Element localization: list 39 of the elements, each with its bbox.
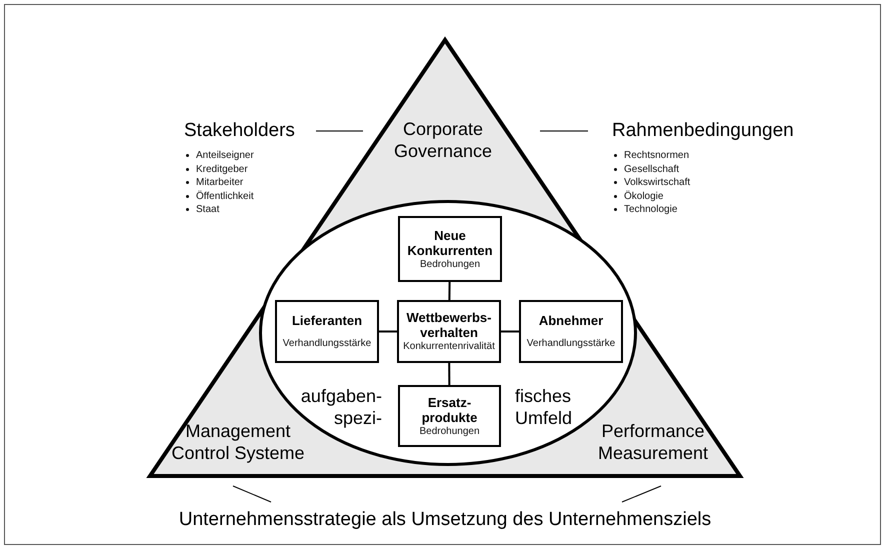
box-title: Neue Konkurrenten bbox=[406, 228, 494, 258]
box-subtitle: Verhandlungsstärke bbox=[526, 338, 616, 350]
box-title: Ersatz- produkte bbox=[420, 394, 478, 424]
box-subtitle: Konkurrentenrivalität bbox=[403, 341, 495, 353]
list-item: Öffentlichkeit bbox=[196, 190, 254, 202]
group-heading: Stakeholders bbox=[184, 119, 296, 143]
list-item: Volkswirtschaft bbox=[624, 177, 690, 188]
list-item: Anteilseigner bbox=[196, 150, 254, 161]
corner-label: Corporate Governance bbox=[392, 118, 494, 162]
corner-label: Performance Measurement bbox=[596, 420, 710, 464]
environment-label: fisches Umfeld bbox=[515, 385, 574, 429]
box-subtitle: Verhandlungsstärke bbox=[282, 338, 372, 350]
force-box bbox=[275, 300, 379, 363]
box-title: Lieferanten bbox=[292, 313, 362, 328]
force-box bbox=[397, 300, 501, 363]
list-item: Kreditgeber bbox=[196, 164, 248, 174]
list-item: Rechtsnormen bbox=[624, 150, 690, 161]
leader-line bbox=[540, 130, 588, 132]
box-title: Wettbewerbs- verhalten bbox=[406, 310, 492, 340]
connector-line bbox=[379, 330, 397, 332]
connector-line bbox=[448, 363, 450, 385]
list-item: Ökologie bbox=[624, 190, 664, 202]
list-item: Technologie bbox=[624, 204, 678, 215]
connector-line bbox=[501, 330, 519, 332]
connector-line bbox=[448, 282, 451, 300]
force-box bbox=[519, 300, 623, 363]
group-heading: Rahmenbedingungen bbox=[612, 119, 795, 143]
leader-line bbox=[232, 486, 272, 502]
strategy-caption: Unternehmensstrategie als Umsetzung des Unternehmensziels bbox=[178, 508, 712, 532]
box-title: Abnehmer bbox=[538, 313, 604, 328]
list-item: Gesellschaft bbox=[624, 164, 680, 174]
leader-line bbox=[622, 486, 662, 502]
force-box bbox=[398, 216, 502, 282]
box-subtitle: Bedrohungen bbox=[419, 426, 480, 438]
box-subtitle: Bedrohungen bbox=[420, 258, 480, 270]
force-box bbox=[398, 385, 501, 447]
leader-line bbox=[316, 130, 364, 132]
list-item: Mitarbeiter bbox=[196, 177, 244, 188]
list-item: Staat bbox=[196, 204, 220, 215]
